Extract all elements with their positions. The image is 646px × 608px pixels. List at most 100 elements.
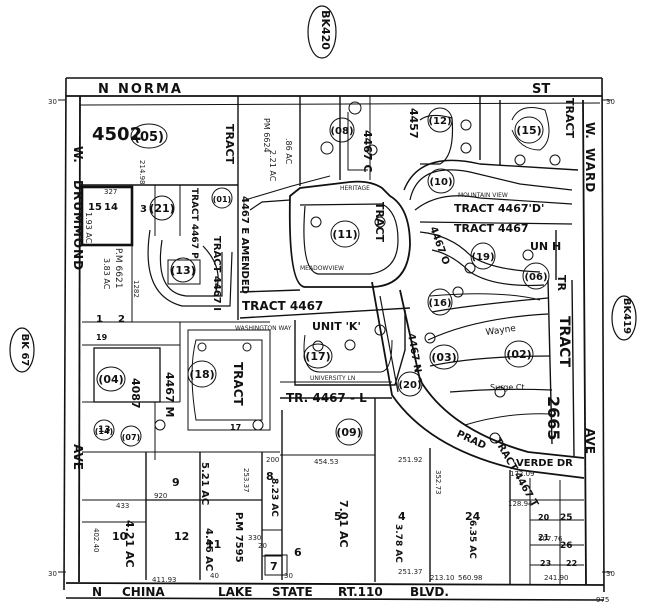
lot-23: 23: [540, 559, 551, 568]
parcel-11: (11): [332, 228, 357, 241]
lot-2: 2: [118, 314, 125, 325]
pm-6621: P.M 6621: [113, 248, 123, 288]
measure-6: 172.09: [510, 470, 535, 478]
parcel-04: (04): [98, 373, 123, 386]
page-ref-left: BK 67: [19, 334, 30, 367]
tract-4467-m: 4467 M: [163, 372, 176, 417]
measure-17: 1282: [132, 280, 140, 298]
measure-16: 327: [104, 188, 117, 196]
northeast-tracts: [403, 96, 579, 287]
lot-14: 14: [104, 202, 118, 213]
parcel-19: (19): [471, 252, 494, 263]
acreage-1: 1.93 AC: [84, 212, 93, 244]
tract-4467-c: 4467 C: [361, 130, 374, 173]
parcel-17: (17): [305, 350, 330, 363]
pm-6624: PM 6624: [262, 118, 271, 153]
curved-corridor: [371, 279, 585, 479]
margin-left-bottom: 30: [48, 570, 57, 578]
acreage-5: 7.01 AC: [337, 500, 350, 548]
unit-h: UN H: [530, 240, 561, 253]
parcel-05: (05): [134, 130, 164, 145]
acreage-9: 4.21 AC: [123, 520, 136, 568]
street-china-n: N: [92, 585, 102, 599]
acreage-10: .86 AC: [284, 138, 293, 165]
lot-8: 8: [266, 470, 274, 483]
tract-4467-g: TRACT 4467: [454, 222, 529, 235]
parcel-15: (15): [516, 124, 541, 137]
measure-15: 352.73: [434, 470, 442, 495]
tract-18: TRACT: [231, 362, 245, 407]
street-drummond: DRUMMOND: [71, 180, 85, 271]
acreage-3: 8.23 AC: [269, 478, 279, 517]
parcel-03: (03): [431, 351, 456, 364]
lot-20: 20: [538, 513, 550, 522]
lot-10: 10: [112, 530, 128, 543]
acreage-2: 3.83 AC: [102, 258, 111, 290]
tract-nw: TRACT: [223, 124, 236, 165]
street-prado: PRAD: [455, 429, 488, 452]
street-surge: Surge Ct: [490, 383, 525, 392]
measure-1: 454.53: [314, 458, 339, 466]
measure-3: 560.98: [458, 574, 483, 582]
measure-8: 200: [266, 456, 279, 464]
parcel-13: (13): [170, 264, 195, 277]
parcel-06: (06): [524, 272, 547, 283]
parcel-01: (01): [213, 195, 231, 204]
parcel-10: (10): [429, 177, 452, 188]
southern-parcels: [82, 398, 584, 584]
lot-19: 19: [96, 333, 108, 342]
acreage-4: 3.78 AC: [393, 524, 403, 563]
tract-4087: 4087: [129, 378, 142, 409]
measure-23: 251.37: [398, 568, 423, 576]
parcel-21: (21): [149, 202, 174, 215]
tract-4457: 4457: [407, 108, 420, 139]
tract-4467-o: 4467 O: [427, 225, 451, 266]
street-rt110: RT.110: [338, 585, 383, 599]
street-lake: LAKE: [218, 585, 252, 599]
tract-4467-d: TRACT 4467'D': [454, 202, 544, 215]
measure-13: 214.98: [138, 160, 146, 185]
pm-7595: P.M 7595: [233, 512, 244, 563]
lot-7: 7: [270, 560, 278, 573]
street-state: STATE: [272, 585, 313, 599]
measure-20: 40: [210, 572, 219, 580]
street-ward-ave: AVE: [583, 428, 597, 454]
street-borders: [58, 77, 612, 601]
lot-11: 11: [206, 538, 221, 551]
tract-4467-l: TR. 4467 - L: [286, 391, 367, 405]
unit-k: UNIT 'K': [312, 320, 361, 333]
tract-tr-right: TR: [555, 275, 568, 292]
lot-4: 4: [398, 510, 406, 523]
tract-4467-amended: 4467 E AMENDED: [239, 196, 250, 294]
lot-15: 15: [88, 202, 102, 213]
parcel-12: (12): [428, 116, 451, 127]
street-verde: VERDE DR: [516, 458, 573, 469]
tract-central: TRACT: [373, 202, 386, 243]
tract-right: TRACT: [556, 316, 572, 367]
lot-17: 17: [230, 423, 241, 432]
street-ward-w: W.: [583, 122, 597, 139]
street-norma: NORMA: [118, 82, 183, 97]
lot-3: 3: [140, 204, 147, 215]
street-norma-n: N: [98, 82, 109, 97]
measure-24: 107.76: [538, 535, 563, 543]
measure-5: 213.10: [430, 574, 455, 582]
street-heritage: HERITAGE: [340, 185, 370, 192]
parcel-18: (18): [189, 368, 214, 381]
street-wayne: Wayne: [485, 324, 517, 338]
measure-19: 20: [258, 542, 267, 550]
lot-26: 26: [560, 541, 573, 551]
street-ward: WARD: [583, 148, 597, 193]
lot-5: 5: [334, 510, 342, 523]
margin-right-bottom: 30: [606, 570, 615, 578]
tract-2665: 2665: [544, 396, 563, 441]
lot-13: 13: [98, 425, 111, 435]
central-tract: [239, 96, 411, 319]
parcel-02: (02): [506, 348, 531, 361]
measure-4: 411.93: [152, 576, 177, 584]
lot-1: 1: [96, 314, 103, 325]
street-blvd: BLVD.: [410, 585, 449, 599]
acreage-6: 6.35 AC: [467, 520, 477, 559]
measure-14: 241.90: [544, 574, 569, 582]
